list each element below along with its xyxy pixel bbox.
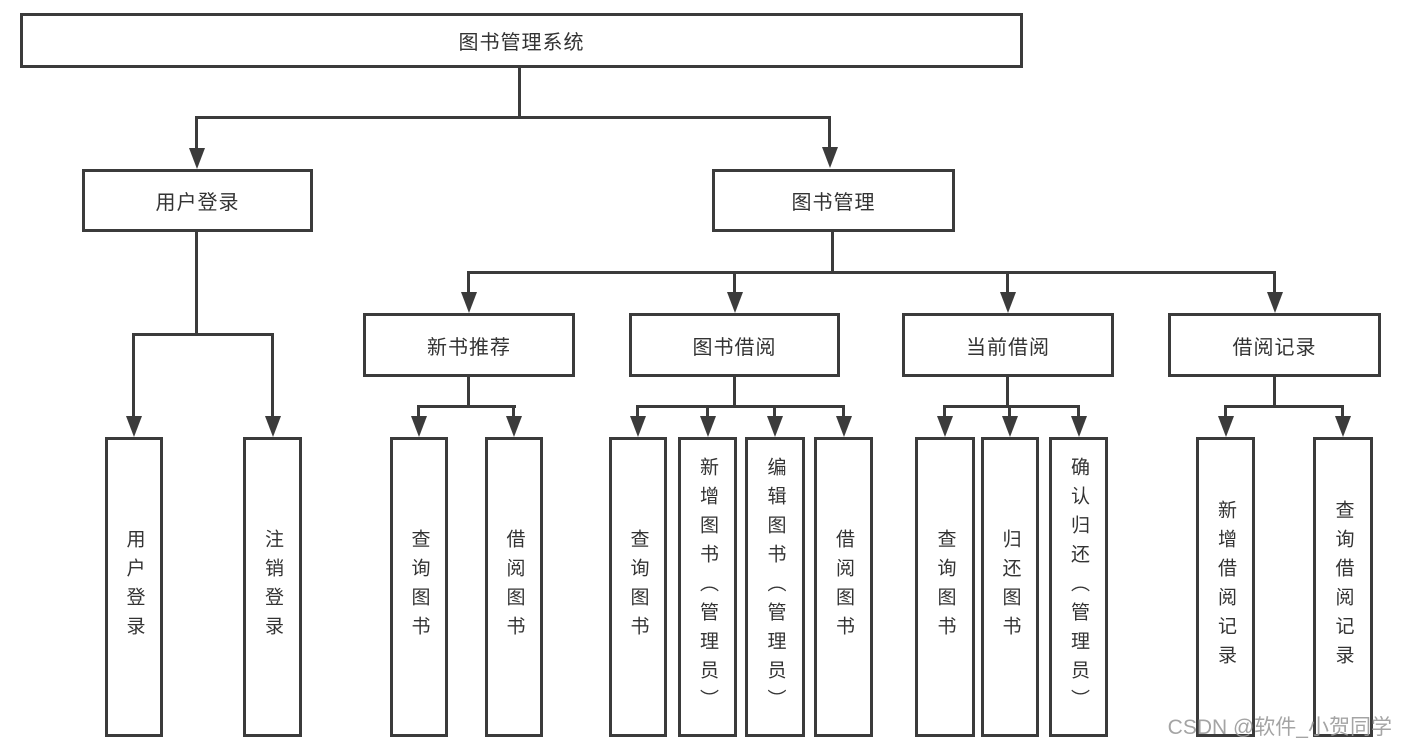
arrow-down-icon [1002, 416, 1018, 437]
leaf-user-login: 用户登录 [105, 437, 163, 737]
leaf-borrow-add-books-admin: 新增图书（管理员） [678, 437, 737, 737]
arrow-down-icon [461, 292, 477, 313]
leaf-records-add-record: 新增借阅记录 [1196, 437, 1255, 737]
arrow-down-icon [822, 147, 838, 168]
node-book-management: 图书管理 [712, 169, 955, 232]
connector-root-hbar [195, 116, 831, 119]
connector-stem-leaf [706, 407, 709, 419]
arrow-down-icon [1218, 416, 1234, 437]
connector-newbook-trunk [467, 377, 470, 407]
connector-stem-borrow [733, 273, 736, 295]
connector-stem-user-login [195, 118, 198, 152]
node-user-login: 用户登录 [82, 169, 313, 232]
connector-borrow-hbar [636, 405, 845, 408]
arrow-down-icon [727, 292, 743, 313]
node-root-library-system: 图书管理系统 [20, 13, 1023, 68]
arrow-down-icon [126, 416, 142, 437]
connector-stem-newbook [467, 273, 470, 295]
arrow-down-icon [700, 416, 716, 437]
connector-stem-records [1273, 273, 1276, 295]
arrow-down-icon [1335, 416, 1351, 437]
leaf-borrow-borrow-books: 借阅图书 [814, 437, 873, 737]
connector-stem-leaf [132, 335, 135, 419]
arrow-down-icon [411, 416, 427, 437]
csdn-watermark: CSDN @软件_小贺同学 [1167, 716, 1392, 739]
leaf-current-return-books: 归还图书 [981, 437, 1039, 737]
connector-stem-leaf [1224, 407, 1227, 419]
arrow-down-icon [1000, 292, 1016, 313]
connector-stem-leaf [1077, 407, 1080, 419]
connector-stem-leaf [271, 335, 274, 419]
arrow-down-icon [506, 416, 522, 437]
connector-current-trunk [1006, 377, 1009, 407]
connector-stem-leaf [773, 407, 776, 419]
arrow-down-icon [630, 416, 646, 437]
connector-stem-leaf [1008, 407, 1011, 419]
arrow-down-icon [1071, 416, 1087, 437]
connector-root-trunk [518, 68, 521, 118]
leaf-current-query-books: 查询图书 [915, 437, 975, 737]
node-borrow-records: 借阅记录 [1168, 313, 1381, 377]
connector-records-hbar [1224, 405, 1344, 408]
connector-stem-book-mgmt [828, 118, 831, 152]
connector-stem-leaf [417, 407, 420, 419]
leaf-borrow-edit-books-admin: 编辑图书（管理员） [745, 437, 805, 737]
connector-stem-current [1006, 273, 1009, 295]
connector-stem-leaf [943, 407, 946, 419]
arrow-down-icon [265, 416, 281, 437]
connector-stem-leaf [842, 407, 845, 419]
connector-current-hbar [943, 405, 1080, 408]
connector-bookmgmt-trunk [831, 232, 834, 273]
connector-userlogin-hbar [132, 333, 274, 336]
connector-stem-leaf [636, 407, 639, 419]
node-book-borrow: 图书借阅 [629, 313, 840, 377]
arrow-down-icon [189, 148, 205, 169]
node-current-borrow: 当前借阅 [902, 313, 1114, 377]
arrow-down-icon [937, 416, 953, 437]
leaf-borrow-query-books: 查询图书 [609, 437, 667, 737]
connector-newbook-hbar [417, 405, 516, 408]
leaf-records-query-record: 查询借阅记录 [1313, 437, 1373, 737]
connector-userlogin-trunk [195, 232, 198, 335]
arrow-down-icon [767, 416, 783, 437]
leaf-current-confirm-return-admin: 确认归还（管理员） [1049, 437, 1108, 737]
connector-borrow-trunk [733, 377, 736, 407]
arrow-down-icon [836, 416, 852, 437]
connector-stem-leaf [512, 407, 515, 419]
node-new-book-recommend: 新书推荐 [363, 313, 575, 377]
connector-bookmgmt-hbar [467, 271, 1276, 274]
arrow-down-icon [1267, 292, 1283, 313]
leaf-logout: 注销登录 [243, 437, 302, 737]
leaf-newrec-query-books: 查询图书 [390, 437, 448, 737]
connector-stem-leaf [1341, 407, 1344, 419]
connector-records-trunk [1273, 377, 1276, 407]
leaf-newrec-borrow-books: 借阅图书 [485, 437, 543, 737]
